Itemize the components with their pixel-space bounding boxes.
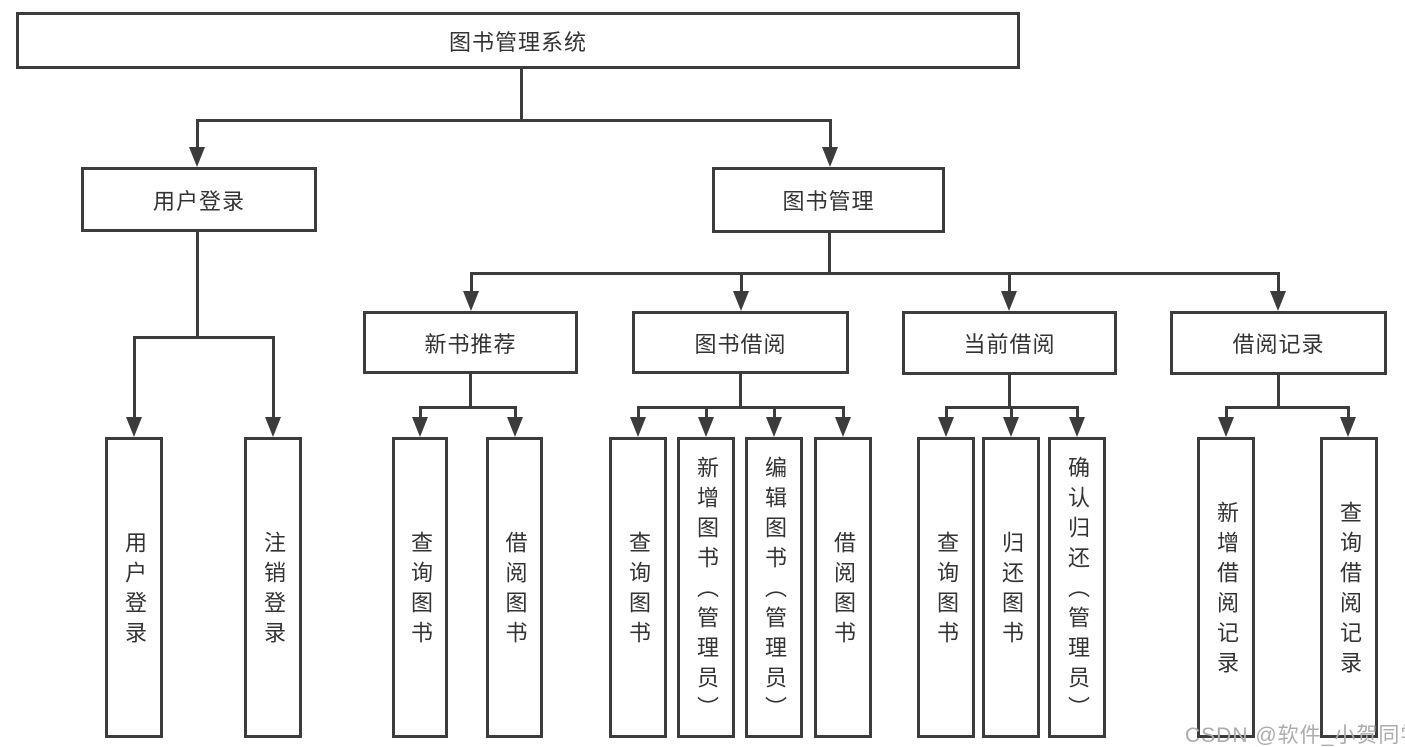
connector-line <box>1008 272 1011 294</box>
connector-line <box>945 406 948 420</box>
node-add-books-admin: 新增图书（管理员） <box>677 437 735 738</box>
connector-line <box>133 336 136 420</box>
connector-line <box>637 406 845 409</box>
connector-line <box>1008 375 1011 406</box>
connector-line <box>1347 406 1350 420</box>
node-confirm-return-admin: 确认归还（管理员） <box>1048 437 1106 738</box>
arrow-head <box>265 417 281 437</box>
connector-line <box>470 272 1280 275</box>
arrow-head <box>189 147 205 167</box>
node-borrowing-records: 借阅记录 <box>1170 311 1387 375</box>
connector-line <box>637 406 640 420</box>
node-borrow-books-action: 借阅图书 <box>814 437 872 738</box>
node-borrow-books-recommend: 借阅图书 <box>486 437 543 738</box>
connector-line <box>514 406 517 420</box>
connector-line <box>828 233 831 272</box>
node-user-login-action: 用户登录 <box>105 437 163 738</box>
arrow-head <box>1270 291 1286 311</box>
connector-line <box>1277 375 1280 406</box>
connector-line <box>419 406 517 409</box>
node-book-management: 图书管理 <box>712 167 945 233</box>
connector-line <box>705 406 708 420</box>
arrow-head <box>126 417 142 437</box>
arrow-head <box>1340 417 1356 437</box>
arrow-head <box>507 417 523 437</box>
node-library-management-system: 图书管理系统 <box>16 12 1020 69</box>
arrow-head <box>733 291 749 311</box>
arrow-head <box>766 417 782 437</box>
connector-line <box>470 272 473 294</box>
arrow-head <box>630 417 646 437</box>
arrow-head <box>1069 417 1085 437</box>
arrow-head <box>835 417 851 437</box>
arrow-head <box>698 417 714 437</box>
connector-line <box>419 406 422 420</box>
connector-line <box>1076 406 1079 420</box>
node-user-login: 用户登录 <box>81 167 317 232</box>
connector-line <box>773 406 776 420</box>
connector-line <box>842 406 845 420</box>
connector-line <box>829 119 832 150</box>
connector-line <box>1225 406 1228 420</box>
node-query-books-recommend: 查询图书 <box>392 437 448 738</box>
connector-line <box>469 374 472 406</box>
arrow-head <box>1001 291 1017 311</box>
connector-line <box>1010 406 1013 420</box>
node-new-book-recommendation: 新书推荐 <box>363 311 578 374</box>
connector-line <box>196 232 199 336</box>
connector-line <box>1225 406 1350 409</box>
node-book-borrowing: 图书借阅 <box>632 311 849 374</box>
node-query-books-borrow: 查询图书 <box>609 437 667 738</box>
arrow-head <box>463 291 479 311</box>
node-logout-action: 注销登录 <box>244 437 302 738</box>
arrow-head <box>822 147 838 167</box>
node-query-borrow-record: 查询借阅记录 <box>1320 437 1378 738</box>
arrow-head <box>412 417 428 437</box>
connector-line <box>196 119 199 150</box>
connector-line <box>196 119 832 122</box>
arrow-head <box>1003 417 1019 437</box>
connector-line <box>740 272 743 294</box>
arrow-head <box>938 417 954 437</box>
node-current-borrowing: 当前借阅 <box>902 311 1117 375</box>
connector-line <box>1277 272 1280 294</box>
node-edit-books-admin: 编辑图书（管理员） <box>745 437 803 738</box>
node-return-books: 归还图书 <box>982 437 1040 738</box>
connector-line <box>520 69 523 119</box>
node-add-borrow-record: 新增借阅记录 <box>1197 437 1255 738</box>
connector-line <box>272 336 275 420</box>
arrow-head <box>1218 417 1234 437</box>
connector-line <box>739 374 742 406</box>
node-query-books-current: 查询图书 <box>917 437 975 738</box>
connector-line <box>133 336 275 339</box>
csdn-watermark: CSDN @软件_小贺同学 <box>1185 724 1405 747</box>
